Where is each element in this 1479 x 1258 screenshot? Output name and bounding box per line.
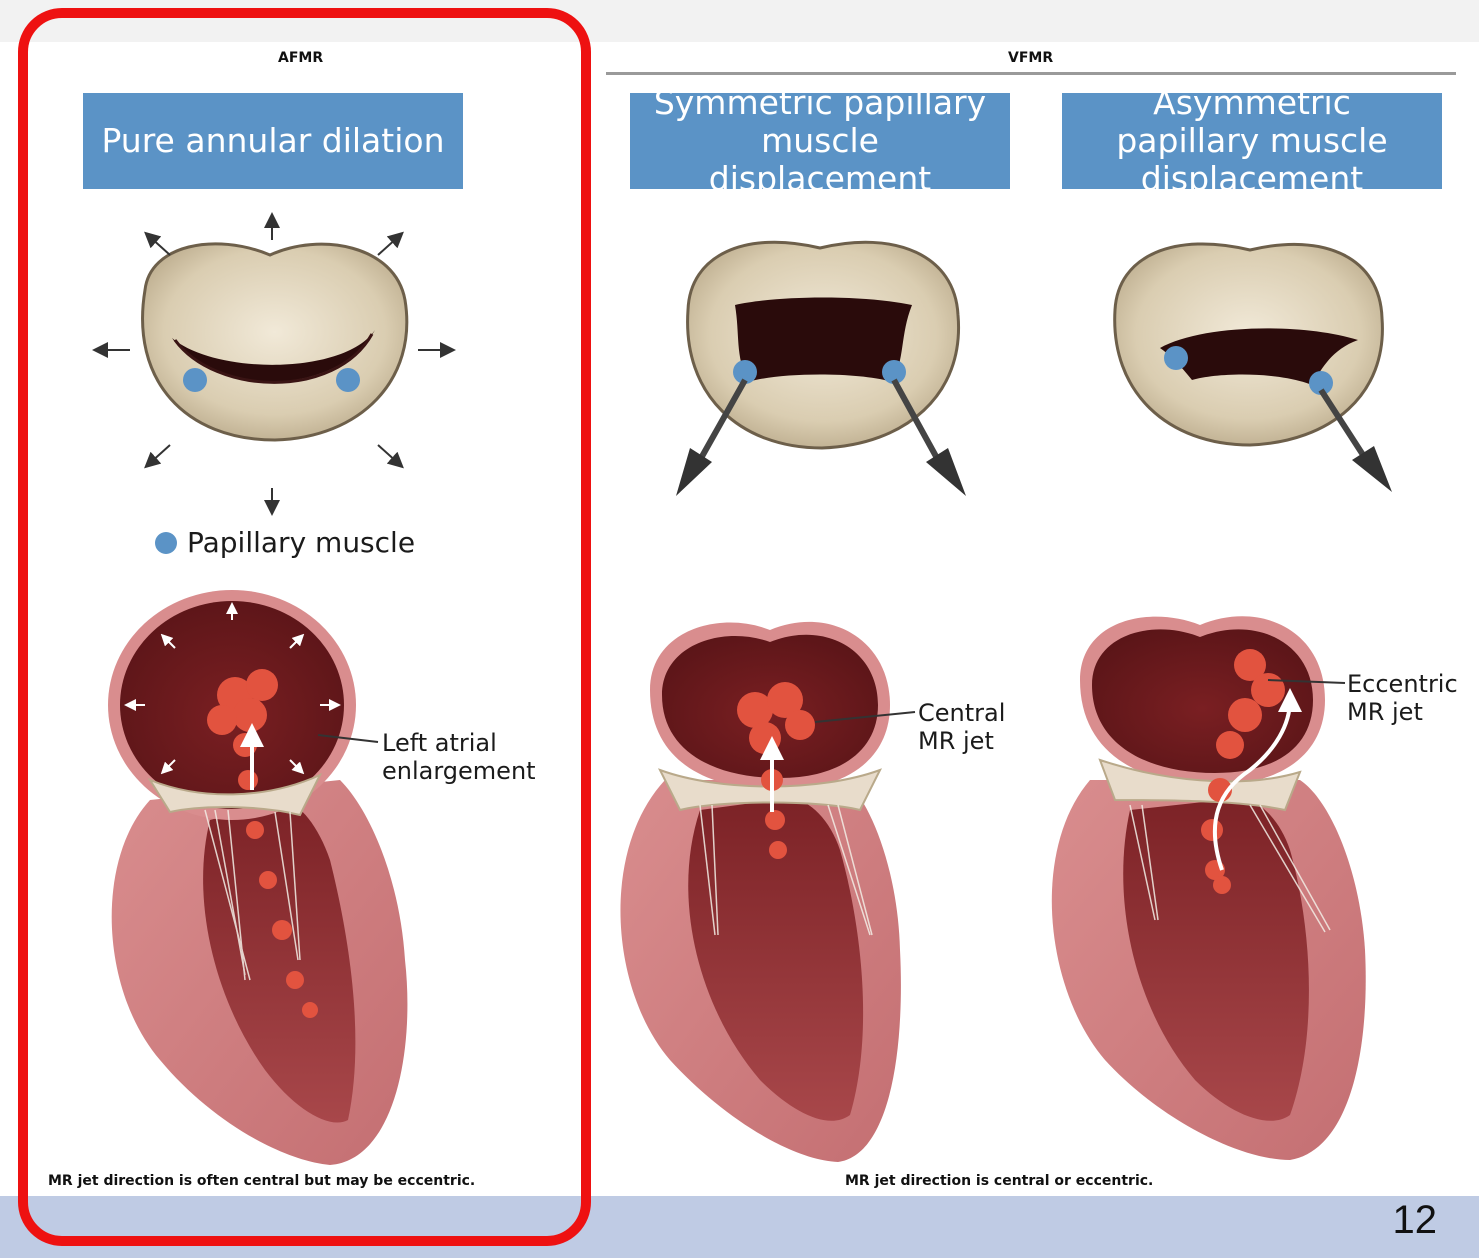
central-mr-jet-label: Central MR jet: [918, 700, 1018, 755]
asymmetric-papillary-dot-left: [1164, 346, 1188, 370]
afmr-highlight-frame: [18, 8, 591, 1246]
vfmr-caption: MR jet direction is central or eccentric…: [845, 1173, 1153, 1189]
symmetric-heart-illustration: [620, 622, 915, 1162]
symmetric-valve-illustration: [688, 242, 959, 448]
eccentric-mr-jet-label: Eccentric MR jet: [1347, 671, 1457, 726]
asymmetric-valve-illustration: [1115, 244, 1383, 445]
asymmetric-heart-illustration: [1052, 616, 1366, 1160]
asymmetric-displacement-arrow: [1321, 390, 1392, 492]
slide-page-number: 12: [1393, 1198, 1438, 1243]
